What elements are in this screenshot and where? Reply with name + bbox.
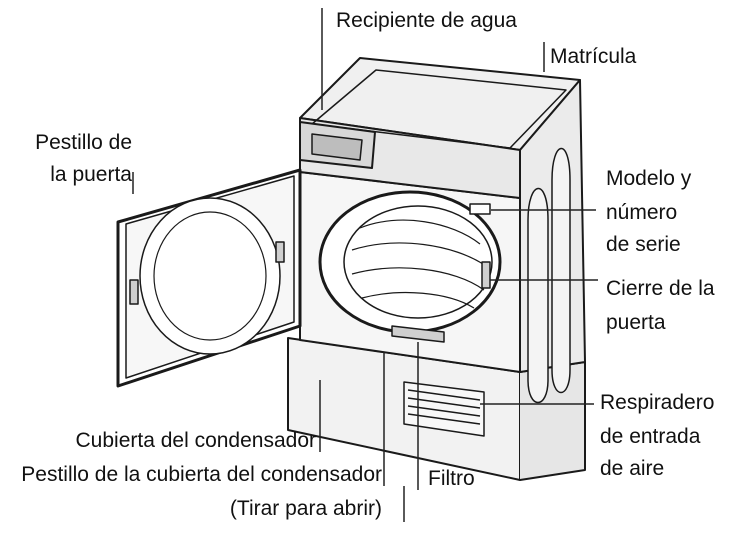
label-water-container: Recipiente de agua bbox=[336, 9, 517, 32]
label-door-latch-line2: la puerta bbox=[50, 163, 132, 186]
label-door-latch-line1: Pestillo de bbox=[35, 131, 132, 154]
label-pull-to-open: (Tirar para abrir) bbox=[229, 497, 382, 520]
door-latch bbox=[129, 279, 139, 305]
label-condenser-cover-latch-text: Pestillo de la cubierta del condensador bbox=[21, 463, 382, 486]
door-catch bbox=[481, 261, 491, 289]
label-condenser-cover: Cubierta del condensador bbox=[75, 429, 317, 452]
open-door bbox=[116, 168, 302, 388]
drum-opening bbox=[318, 190, 502, 334]
air-intake-vents bbox=[403, 381, 485, 437]
label-door-catch-line1: Cierre de la bbox=[606, 277, 715, 300]
label-air-intake-line1: Respiradero bbox=[600, 391, 715, 414]
label-model-line3: de serie bbox=[606, 233, 681, 256]
label-air-intake-line3: de aire bbox=[600, 457, 665, 480]
water-container-drawer bbox=[299, 121, 376, 169]
label-air-intake-line2: de entrada bbox=[600, 425, 701, 448]
leader-lines bbox=[132, 8, 598, 522]
label-model-line1: Modelo y bbox=[606, 167, 692, 190]
label-rating-plate: Matrícula bbox=[550, 45, 637, 68]
label-filter: Filtro bbox=[428, 467, 475, 490]
model-plate bbox=[469, 203, 491, 215]
filter bbox=[391, 325, 445, 343]
label-door-catch-line2: puerta bbox=[606, 311, 666, 334]
label-model-line2: número bbox=[606, 201, 678, 224]
label-condenser-cover-latch: Pestillo de la cubierta del condensador bbox=[0, 462, 382, 488]
